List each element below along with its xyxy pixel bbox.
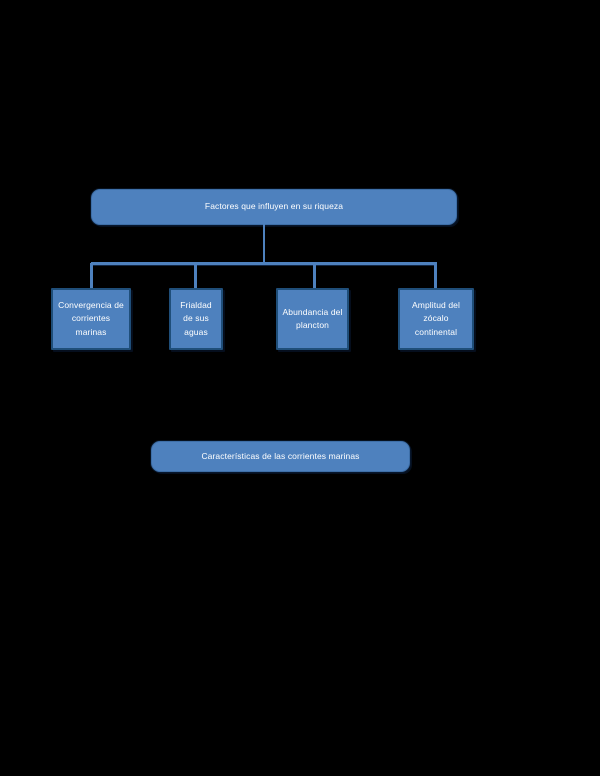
node-child-3-label: Abundancia del plancton <box>282 306 343 330</box>
node-child-2-label: Frialdad de sus aguas <box>180 300 212 337</box>
connector-drop-child-3 <box>313 263 316 289</box>
node-root-label: Factores que influyen en su riqueza <box>204 201 344 212</box>
connector-drop-child-1 <box>90 263 93 289</box>
connector-drop-child-4 <box>434 263 437 289</box>
node-child-4-label: Amplitud del zócalo continental <box>412 300 460 337</box>
node-child-frialdad[interactable]: Frialdad de sus aguas <box>169 288 223 350</box>
connector-root-stem <box>263 224 265 264</box>
node-footer-caracteristicas[interactable]: Características de las corrientes marina… <box>151 441 410 472</box>
node-root-factores[interactable]: Factores que influyen en su riqueza <box>91 189 457 225</box>
node-child-1-label: Convergencia de corrientes marinas <box>58 300 124 337</box>
node-footer-label: Características de las corrientes marina… <box>201 450 360 461</box>
connector-drop-child-2 <box>194 263 197 289</box>
node-child-amplitud[interactable]: Amplitud del zócalo continental <box>398 288 474 350</box>
node-child-convergencia[interactable]: Convergencia de corrientes marinas <box>51 288 131 350</box>
connector-horizontal-bus <box>91 262 437 265</box>
node-child-abundancia[interactable]: Abundancia del plancton <box>276 288 349 350</box>
